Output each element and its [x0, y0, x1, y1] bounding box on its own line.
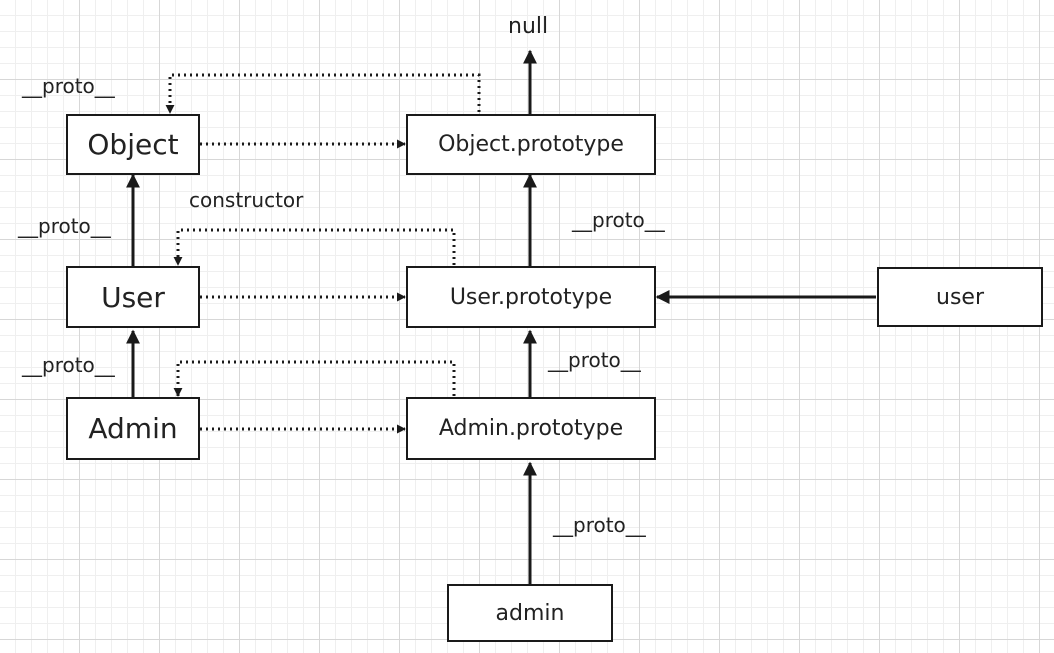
proto-label-admin-instance: __proto__ — [553, 513, 646, 537]
user-node: User — [66, 266, 200, 328]
proto-label-admin-prototype: __proto__ — [548, 348, 641, 372]
dotted-admin-prototype-constructor — [173, 360, 456, 397]
admin-prototype-node: Admin.prototype — [406, 397, 656, 460]
object-prototype-node: Object.prototype — [406, 114, 656, 175]
proto-label-admin: __proto__ — [22, 353, 115, 377]
proto-label-user: __proto__ — [18, 214, 111, 238]
dotted-user-prototype-constructor — [173, 228, 456, 266]
proto-label-user-prototype: __proto__ — [572, 208, 665, 232]
user-prototype-node: User.prototype — [406, 266, 656, 328]
user-instance-node: user — [877, 267, 1043, 327]
object-node: Object — [66, 114, 200, 175]
admin-node: Admin — [66, 397, 200, 460]
dotted-object-prototype-to-object — [165, 73, 481, 114]
admin-instance-node: admin — [447, 584, 613, 642]
constructor-label: constructor — [189, 188, 304, 212]
null-label: null — [508, 14, 549, 39]
proto-label-object: __proto__ — [22, 74, 115, 98]
